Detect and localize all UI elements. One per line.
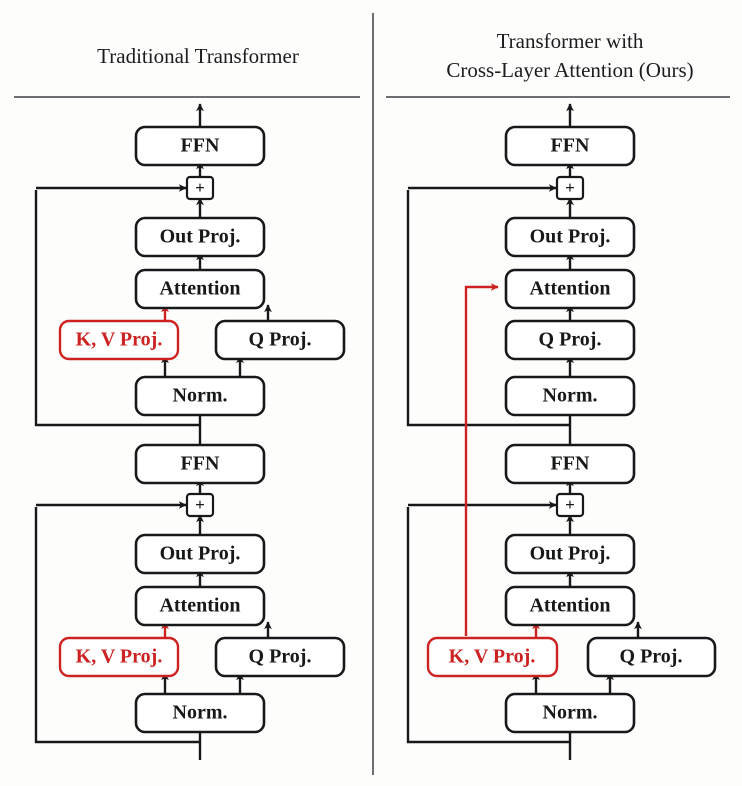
right-upper-norm-box[interactable]: Norm. xyxy=(504,375,636,417)
left-upper-norm-box[interactable]: Norm. xyxy=(134,375,266,417)
right-upper-add-label: + xyxy=(565,178,575,197)
right-column-title-line2: Cross-Layer Attention (Ours) xyxy=(446,58,693,82)
left-upper-out-proj-label: Out Proj. xyxy=(160,226,241,248)
right-lower-out-proj-box[interactable]: Out Proj. xyxy=(504,533,636,575)
right-lower-attention-label: Attention xyxy=(529,595,610,617)
left-lower-ffn-label: FFN xyxy=(181,453,220,475)
left-lower-q-proj-box[interactable]: Q Proj. xyxy=(214,636,346,678)
right-upper-add-node[interactable]: + xyxy=(555,175,585,201)
right-upper-layer: Norm. Q Proj. Attention Out Proj. + FFN xyxy=(504,125,636,417)
right-upper-attention-label: Attention xyxy=(529,278,610,300)
left-lower-kv-proj-box[interactable]: K, V Proj. xyxy=(58,636,180,678)
left-lower-q-proj-label: Q Proj. xyxy=(249,646,312,668)
right-lower-ffn-label: FFN xyxy=(551,453,590,475)
right-upper-q-proj-box[interactable]: Q Proj. xyxy=(504,319,636,361)
left-lower-out-proj-box[interactable]: Out Proj. xyxy=(134,533,266,575)
left-upper-kv-proj-box[interactable]: K, V Proj. xyxy=(58,319,180,361)
left-lower-add-node[interactable]: + xyxy=(185,492,215,518)
left-lower-out-proj-label: Out Proj. xyxy=(160,543,241,565)
right-lower-q-proj-box[interactable]: Q Proj. xyxy=(586,636,717,678)
right-upper-out-proj-box[interactable]: Out Proj. xyxy=(504,216,636,258)
right-upper-out-proj-label: Out Proj. xyxy=(530,226,611,248)
left-upper-attention-label: Attention xyxy=(159,278,240,300)
left-column-title: Traditional Transformer xyxy=(97,44,299,68)
right-upper-ffn-label: FFN xyxy=(551,135,590,157)
left-lower-kv-proj-label: K, V Proj. xyxy=(76,646,163,668)
left-upper-q-proj-label: Q Proj. xyxy=(249,329,312,351)
left-lower-norm-box[interactable]: Norm. xyxy=(134,692,266,734)
left-upper-out-proj-box[interactable]: Out Proj. xyxy=(134,216,266,258)
right-lower-out-proj-label: Out Proj. xyxy=(530,543,611,565)
right-lower-kv-proj-label: K, V Proj. xyxy=(449,646,536,668)
left-lower-attention-box[interactable]: Attention xyxy=(134,585,266,627)
right-lower-kv-proj-box[interactable]: K, V Proj. xyxy=(426,636,559,678)
cross-layer-attention-edge xyxy=(464,283,499,636)
left-upper-q-proj-box[interactable]: Q Proj. xyxy=(214,319,346,361)
right-upper-q-proj-label: Q Proj. xyxy=(539,329,602,351)
left-upper-add-label: + xyxy=(195,178,205,197)
left-upper-attention-box[interactable]: Attention xyxy=(134,268,266,310)
right-upper-attention-box[interactable]: Attention xyxy=(504,268,636,310)
right-lower-ffn-box[interactable]: FFN xyxy=(504,443,636,485)
right-lower-q-proj-label: Q Proj. xyxy=(620,646,683,668)
left-upper-ffn-label: FFN xyxy=(181,135,220,157)
left-lower-layer: Norm. K, V Proj. Q Proj. Attention Out P… xyxy=(58,443,346,734)
right-lower-add-label: + xyxy=(565,495,575,514)
left-upper-kv-proj-label: K, V Proj. xyxy=(76,329,163,351)
right-lower-add-node[interactable]: + xyxy=(555,492,585,518)
right-lower-norm-box[interactable]: Norm. xyxy=(504,692,636,734)
left-upper-ffn-box[interactable]: FFN xyxy=(134,125,266,167)
left-lower-ffn-box[interactable]: FFN xyxy=(134,443,266,485)
right-upper-ffn-box[interactable]: FFN xyxy=(504,125,636,167)
left-lower-norm-label: Norm. xyxy=(173,702,228,724)
right-column-title-line1: Transformer with xyxy=(497,29,644,53)
left-lower-add-label: + xyxy=(195,495,205,514)
right-lower-attention-box[interactable]: Attention xyxy=(504,585,636,627)
left-lower-attention-label: Attention xyxy=(159,595,240,617)
left-upper-norm-label: Norm. xyxy=(173,385,228,407)
right-upper-norm-label: Norm. xyxy=(543,385,598,407)
right-lower-layer: Norm. K, V Proj. Q Proj. Attention Out P… xyxy=(426,443,717,734)
left-upper-add-node[interactable]: + xyxy=(185,175,215,201)
right-lower-norm-label: Norm. xyxy=(543,702,598,724)
left-upper-layer: Norm. K, V Proj. Q Proj. Attention Out P… xyxy=(58,125,346,417)
